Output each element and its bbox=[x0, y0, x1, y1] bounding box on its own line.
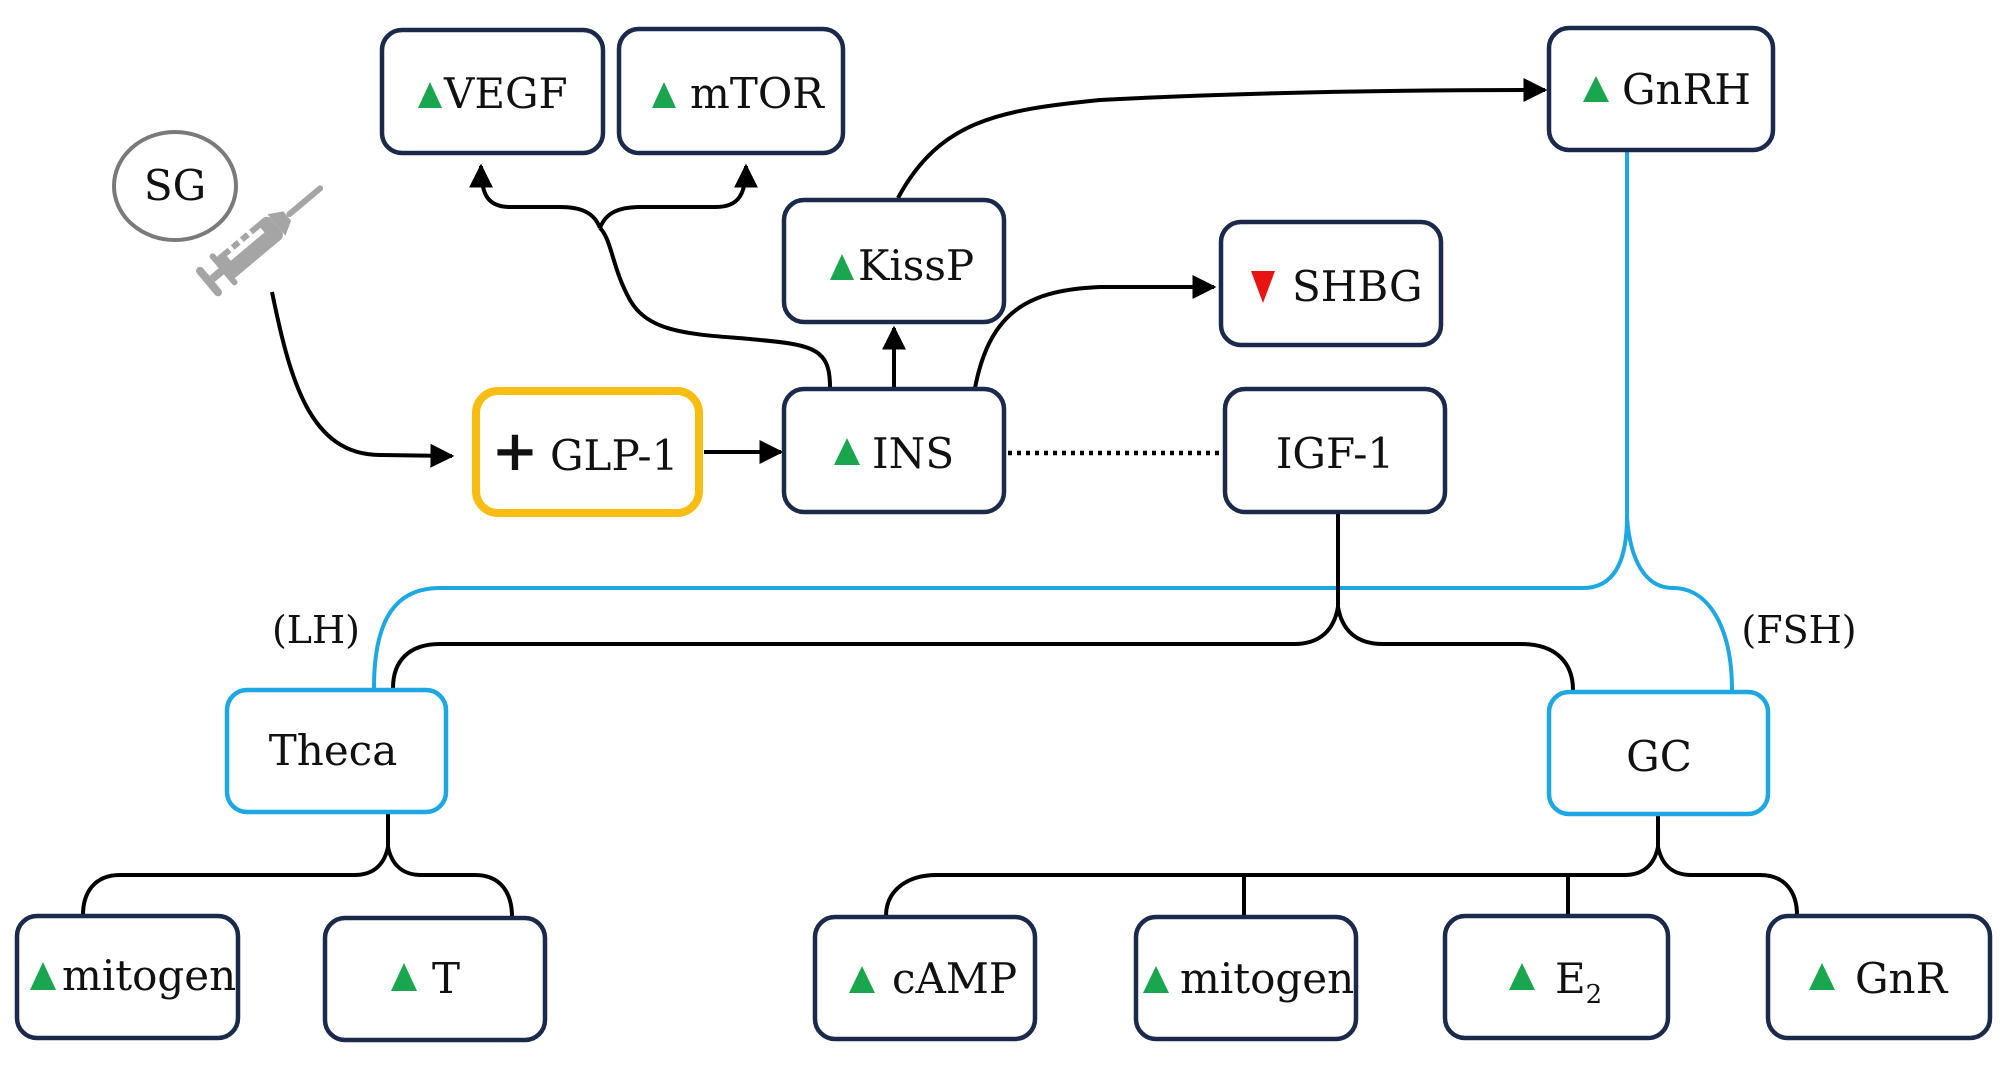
sg-label: SG bbox=[144, 161, 206, 210]
node-theca-mitogen: mitogen bbox=[14, 913, 241, 1041]
edge-fork-to-mtor bbox=[598, 163, 758, 229]
increase-triangle-icon bbox=[418, 82, 442, 108]
edges bbox=[81, 78, 1799, 918]
e2-subscript: 2 bbox=[1586, 980, 1603, 1010]
node-label: INS bbox=[872, 429, 954, 478]
edge-ins-to-shbg bbox=[973, 275, 1217, 389]
increase-triangle-icon bbox=[652, 82, 676, 108]
increase-triangle-icon bbox=[830, 254, 854, 280]
node-label: VEGF bbox=[443, 69, 568, 118]
increase-triangle-icon bbox=[834, 438, 860, 465]
edge-ins-to-fork bbox=[598, 226, 832, 388]
edge-theca-to-mitogen bbox=[81, 846, 390, 916]
syringe-icon bbox=[196, 185, 324, 297]
e2-base: E bbox=[1555, 954, 1586, 1003]
increase-triangle-icon bbox=[1509, 963, 1535, 990]
edge-gnrh-to-gc-fsh bbox=[1625, 516, 1734, 691]
node-label: cAMP bbox=[892, 954, 1017, 1003]
node-label: GnRH bbox=[1622, 65, 1751, 114]
node-mtor: mTOR bbox=[616, 26, 846, 156]
node-label: E2 bbox=[1555, 954, 1602, 1010]
node-ins: INS bbox=[781, 386, 1007, 515]
edge-fork-to-vegf bbox=[469, 163, 602, 229]
node-label: SHBG bbox=[1292, 262, 1423, 311]
node-kissp: KissP bbox=[781, 197, 1007, 325]
node-label: Theca bbox=[269, 726, 397, 775]
edge-igf1-to-theca bbox=[391, 606, 1340, 689]
node-igf1: IGF-1 bbox=[1222, 386, 1448, 515]
node-label: T bbox=[432, 954, 460, 1003]
node-label: mitogen bbox=[62, 951, 236, 1000]
node-gc-mitogen: mitogen bbox=[1133, 914, 1359, 1042]
node-gc: GC bbox=[1546, 689, 1771, 817]
increase-triangle-icon bbox=[1809, 963, 1835, 990]
node-shbg: SHBG bbox=[1218, 219, 1444, 348]
edge-gnrh-to-theca-lh bbox=[372, 152, 1629, 689]
node-camp: cAMP bbox=[812, 914, 1038, 1042]
edge-kissp-to-gnrh bbox=[896, 78, 1548, 199]
node-vegf: VEGF bbox=[379, 27, 606, 156]
node-label: KissP bbox=[858, 241, 974, 290]
increase-triangle-icon bbox=[849, 966, 875, 993]
edge-sg-to-glp1 bbox=[270, 291, 455, 468]
increase-triangle-icon bbox=[391, 963, 417, 991]
edge-theca-to-t bbox=[386, 846, 514, 918]
increase-triangle-icon bbox=[30, 962, 56, 990]
edge-igf1-to-gc bbox=[1336, 606, 1575, 691]
node-t: T bbox=[322, 915, 548, 1043]
increase-triangle-icon bbox=[1143, 966, 1169, 993]
node-label: mTOR bbox=[690, 69, 825, 118]
sg-circle bbox=[112, 130, 238, 242]
node-label: IGF-1 bbox=[1276, 429, 1394, 478]
node-gnr: GnR bbox=[1765, 913, 1993, 1041]
node-label: mitogen bbox=[1180, 954, 1354, 1003]
fsh-label: (FSH) bbox=[1741, 608, 1856, 652]
plus-icon: + bbox=[492, 418, 539, 484]
decrease-triangle-icon bbox=[1251, 271, 1275, 303]
edge-gc-to-camp bbox=[884, 846, 1660, 917]
node-theca: Theca bbox=[224, 687, 449, 815]
node-e2: E2 bbox=[1442, 913, 1671, 1041]
increase-triangle-icon bbox=[1583, 76, 1609, 102]
node-gnrh: GnRH bbox=[1546, 25, 1776, 153]
node-label: GLP-1 bbox=[550, 431, 678, 480]
lh-label: (LH) bbox=[272, 608, 360, 652]
node-label: GC bbox=[1626, 732, 1692, 781]
source-sg: SG bbox=[112, 130, 324, 297]
node-label: GnR bbox=[1855, 954, 1949, 1003]
node-glp1: + GLP-1 bbox=[472, 387, 703, 517]
edge-gc-to-gnr bbox=[1656, 846, 1799, 916]
